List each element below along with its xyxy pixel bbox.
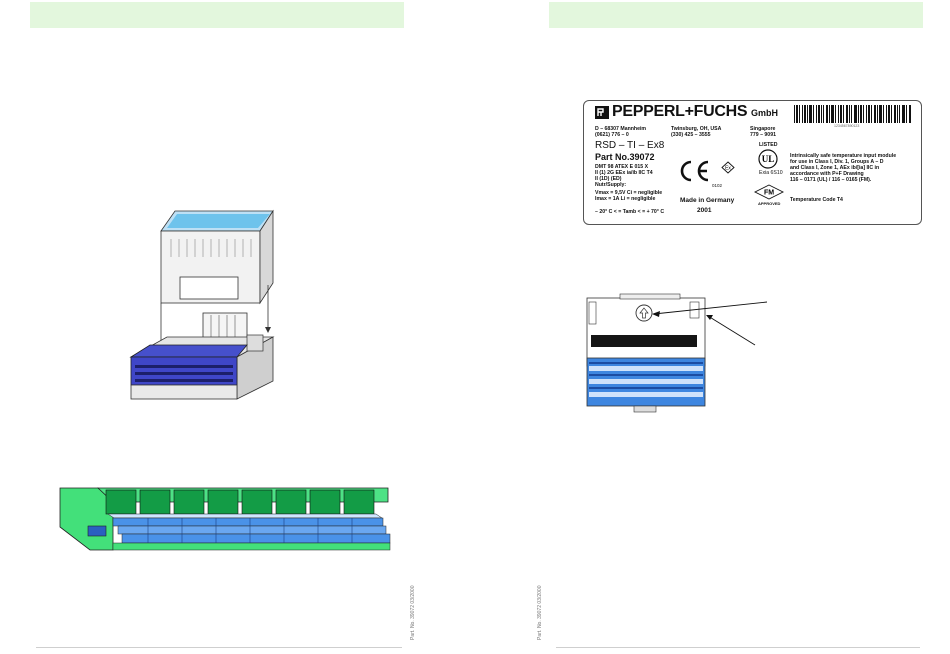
approval-line-1: Intrinsically safe temperature input mod… — [790, 153, 897, 159]
approval-line-5: 116 – 0171 (UL) / 116 – 0165 (FM). — [790, 177, 872, 183]
product-label: PEPPERL+FUCHS GmbH 1234567890123 D – 683… — [583, 100, 922, 225]
side-code-left: Part. No. 39072 03/2000 — [410, 585, 416, 641]
cert-line-2: II (1) 2G EEx ia/ib IIC T4 — [595, 170, 653, 176]
address-twinsburg-2: (330) 425 – 3555 — [671, 132, 711, 138]
header-band-right — [549, 2, 923, 28]
fm-mark-icon: FM — [754, 184, 784, 200]
address-twinsburg-1: Twinsburg, OH, USA — [671, 126, 722, 132]
cert-line-3: II (1D) (ED) — [595, 176, 622, 182]
svg-text:UL: UL — [762, 154, 775, 164]
footer-rule-right — [556, 647, 920, 648]
address-singapore-1: Singapore — [750, 126, 776, 132]
temperature-range: – 20° C < = Tamb < = + 70° C — [595, 209, 665, 215]
part-number: Part No.39072 — [595, 152, 655, 162]
address-mannheim-2: (0621) 776 – 0 — [595, 132, 629, 138]
temperature-code: Temperature Code T4 — [790, 197, 843, 203]
listed-label: LISTED — [759, 142, 778, 148]
barcode — [794, 105, 911, 123]
barcode-number: 1234567890123 — [834, 124, 860, 128]
brand-suffix: GmbH — [751, 108, 778, 118]
module-mounting-figure — [129, 209, 275, 400]
footer-rule-left — [36, 647, 402, 648]
ul-mark-icon: UL — [758, 149, 778, 169]
cert-line-1: DMT 98 ATEX E 015 X — [595, 164, 649, 170]
imax-line: Imax = 1A Li = negligible — [595, 196, 656, 202]
approval-line-2: for use in Class I, Div. 1, Groups A – D — [790, 159, 884, 165]
ul-code: Exia 6S10 — [759, 170, 783, 176]
pf-logo-icon — [595, 106, 609, 119]
ce-number: 0102 — [712, 183, 723, 188]
brand-name: PEPPERL+FUCHS — [612, 103, 748, 120]
rail-assembly-figure — [59, 487, 391, 551]
ce-mark-icon — [680, 160, 709, 182]
model-name: RSD – TI – Ex8 — [595, 140, 665, 151]
fm-mark-text: FM — [764, 190, 774, 197]
fm-approved: APPROVED — [758, 201, 781, 206]
side-code-right: Part. No. 39072 03/2000 — [537, 585, 543, 641]
vmax-line: Vmax = 9,5V Ci = negligible — [595, 190, 663, 196]
address-mannheim-1: D – 68307 Mannheim — [595, 126, 647, 132]
address-singapore-2: 779 – 9091 — [750, 132, 776, 138]
approval-line-3: and Class I, Zone 1, AEx ib/[ia] IIC in — [790, 165, 880, 171]
made-in-label: Made in Germany — [680, 197, 735, 204]
module-front-figure — [586, 293, 768, 413]
cert-line-4: Nutr/Supply: — [595, 182, 627, 188]
ex-mark-icon: Ex — [721, 161, 735, 174]
header-band-left — [30, 2, 404, 28]
year-label: 2001 — [697, 207, 712, 214]
svg-text:Ex: Ex — [725, 166, 731, 172]
approval-line-4: accordance with P+F Drawing — [790, 171, 864, 177]
